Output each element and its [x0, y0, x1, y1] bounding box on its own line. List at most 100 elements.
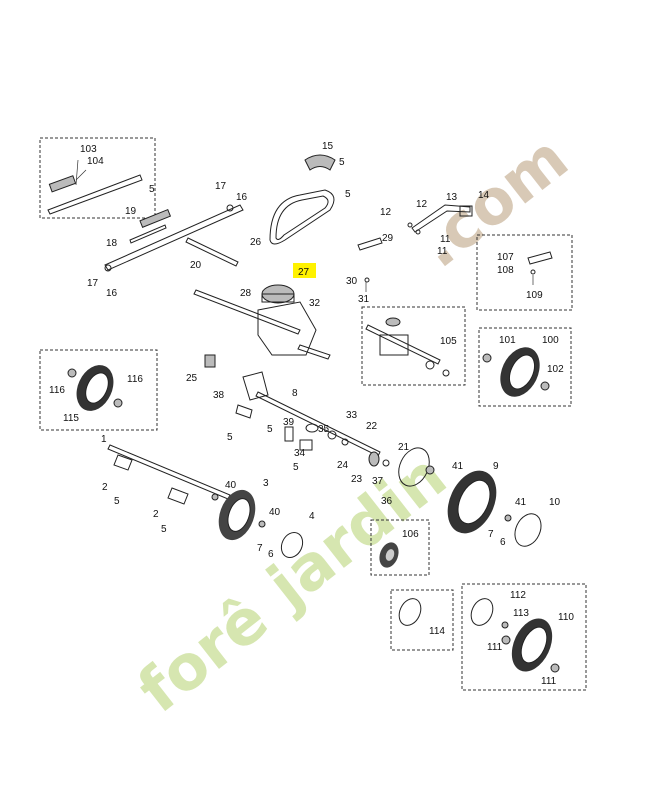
label-29: 29 [382, 233, 394, 244]
label-105: 105 [440, 336, 457, 347]
pulley-segment [304, 154, 336, 171]
detail-box-114 [390, 589, 454, 651]
label-12b: 12 [416, 199, 428, 210]
rear-wheel-right [482, 347, 550, 397]
detail-box-front-wheel [39, 349, 158, 431]
label-23: 23 [351, 474, 363, 485]
label-107: 107 [497, 252, 514, 263]
label-7b: 7 [488, 529, 494, 540]
label-109: 109 [526, 290, 543, 301]
label-26: 26 [250, 237, 262, 248]
label-27: 27 [298, 267, 310, 278]
label-14: 14 [478, 190, 490, 201]
label-15: 15 [322, 141, 334, 152]
label-33: 33 [346, 410, 358, 421]
label-37: 37 [372, 476, 384, 487]
rear-wheel-9 [447, 470, 497, 534]
label-106: 106 [402, 529, 419, 540]
label-40b: 40 [269, 507, 281, 518]
label-25: 25 [186, 373, 198, 384]
handle-shaft-assembly [104, 204, 244, 272]
watermark: forê jardin .com [124, 121, 581, 727]
detail-box-107 [476, 234, 573, 311]
hubcap-114 [398, 598, 422, 626]
label-116b: 116 [127, 374, 143, 385]
label-5c: 5 [345, 189, 351, 200]
label-114: 114 [429, 626, 445, 637]
label-4: 4 [309, 511, 315, 522]
blade-strip [47, 159, 143, 215]
front-axle-assembly [107, 444, 231, 505]
label-30: 30 [346, 276, 358, 287]
label-16b: 16 [106, 288, 118, 299]
label-101: 101 [499, 335, 516, 346]
bracket-29 [357, 237, 383, 292]
label-5d: 5 [227, 432, 233, 443]
label-104: 104 [87, 156, 104, 167]
label-12a: 12 [380, 207, 392, 218]
label-112: 112 [510, 590, 526, 601]
label-5b: 5 [339, 157, 345, 168]
label-36: 36 [381, 496, 393, 507]
label-5a: 5 [149, 184, 155, 195]
wheel-hub-cap [368, 447, 435, 487]
label-19: 19 [125, 206, 137, 217]
rear-wheel-110 [470, 598, 560, 673]
label-103: 103 [80, 144, 97, 155]
label-9: 9 [493, 461, 499, 472]
highlight-box-27 [293, 263, 316, 278]
label-116a: 116 [49, 385, 65, 396]
drive-belt [269, 189, 335, 245]
label-22: 22 [366, 421, 378, 432]
watermark-text-part1: forê [124, 582, 281, 727]
clip-part [527, 251, 553, 285]
front-wheel-3 [218, 489, 304, 559]
label-6b: 6 [500, 537, 506, 548]
label-3: 3 [263, 478, 269, 489]
label-24: 24 [337, 460, 349, 471]
label-5h: 5 [161, 524, 167, 535]
label-18: 18 [106, 238, 118, 249]
gearbox [193, 284, 331, 360]
label-6a: 6 [268, 549, 274, 560]
label-108: 108 [497, 265, 514, 276]
label-100: 100 [542, 335, 559, 346]
shift-lever [407, 204, 473, 235]
label-35: 35 [318, 424, 330, 435]
label-1: 1 [101, 434, 107, 445]
wheel-cap-10 [504, 513, 542, 547]
label-8: 8 [292, 388, 298, 399]
label-38: 38 [213, 390, 225, 401]
label-5f: 5 [293, 462, 299, 473]
label-11b: 11 [437, 246, 448, 257]
label-20: 20 [190, 260, 202, 271]
label-113: 113 [513, 608, 529, 619]
gearbox-detail [365, 317, 450, 377]
detail-box-106 [370, 519, 430, 576]
detail-box-blade [39, 137, 156, 219]
label-32: 32 [309, 298, 321, 309]
label-41b: 41 [515, 497, 527, 508]
detail-box-rear-wheel [478, 327, 572, 407]
label-13: 13 [446, 192, 458, 203]
label-21: 21 [398, 442, 410, 453]
label-5e: 5 [267, 424, 273, 435]
label-5g: 5 [114, 496, 120, 507]
watermark-text-part3: .com [404, 121, 581, 282]
label-17a: 17 [215, 181, 227, 192]
front-wheel-left [67, 365, 123, 411]
label-115: 115 [63, 413, 79, 424]
label-31: 31 [358, 294, 370, 305]
label-110: 110 [558, 612, 574, 623]
label-34: 34 [294, 448, 306, 459]
label-7a: 7 [257, 543, 263, 554]
label-17b: 17 [87, 278, 99, 289]
label-2a: 2 [102, 482, 108, 493]
label-111b: 111 [541, 676, 557, 687]
label-16a: 16 [236, 192, 248, 203]
label-39: 39 [283, 417, 295, 428]
label-40a: 40 [225, 480, 237, 491]
label-102: 102 [547, 364, 564, 375]
label-111a: 111 [487, 642, 503, 653]
label-41a: 41 [452, 461, 464, 472]
